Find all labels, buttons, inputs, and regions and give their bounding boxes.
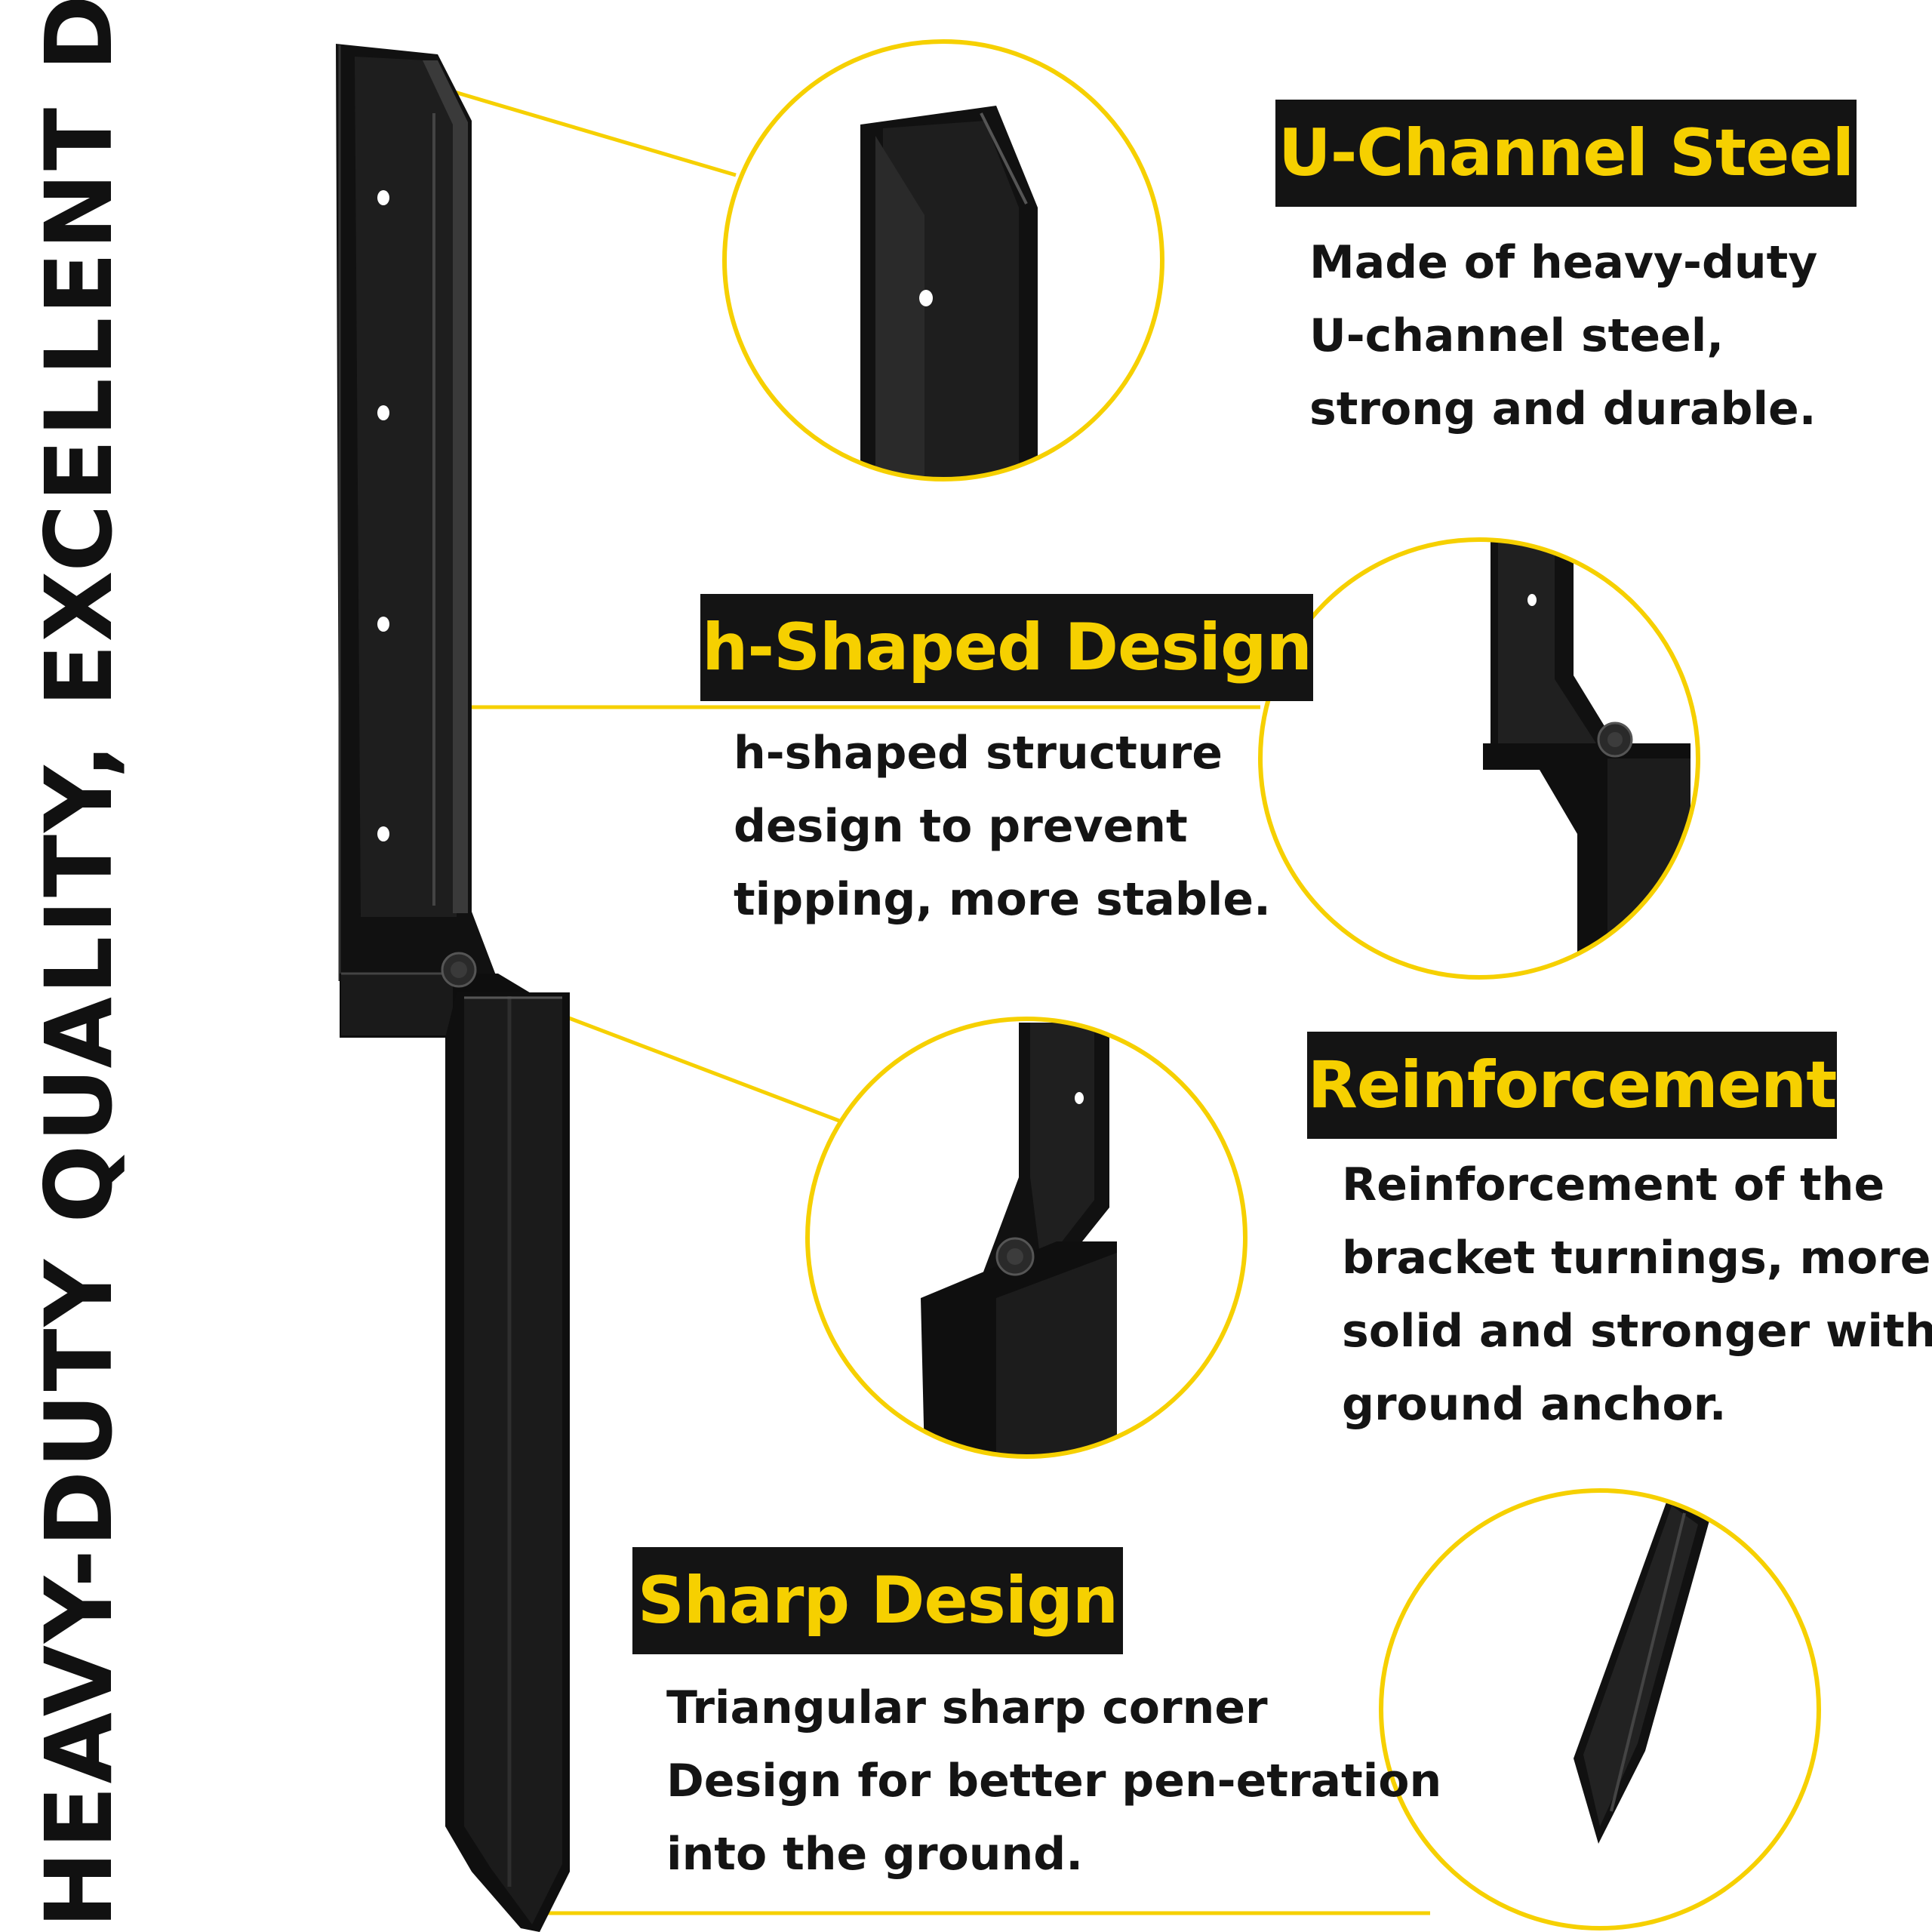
zoom-circle-reinforcement [805,1017,1247,1459]
feature-title-sharp: Sharp Design [632,1547,1123,1654]
desc-line: U-channel steel, [1309,309,1724,362]
zoom-circle-h-shaped [1258,537,1700,980]
ground-stake-bracket [336,44,570,1932]
desc-line: Made of heavy-duty [1309,236,1818,289]
feature-title-u-channel: U-Channel Steel [1275,100,1857,207]
feature-title-reinforcement: Reinforcement [1307,1032,1837,1139]
feature-desc-u-channel: Made of heavy-duty U-channel steel, stro… [1309,226,1817,446]
zoom-circle-sharp [1379,1488,1821,1930]
feature-desc-reinforcement: Reinforcement of the bracket turnings, m… [1342,1149,1932,1441]
feature-desc-h-shaped: h-shaped structure design to prevent tip… [734,717,1271,937]
desc-line: h-shaped structure [734,727,1223,780]
desc-line: Reinforcement of the [1342,1158,1885,1211]
desc-line: into the ground. [666,1828,1083,1881]
callout-line-u-channel [411,77,737,177]
desc-line: ground anchor. [1342,1378,1727,1431]
desc-line: Triangular sharp corner [666,1681,1268,1734]
desc-line: solid and stronger with [1342,1305,1932,1358]
zoom-circle-u-channel [722,39,1164,481]
feature-desc-sharp: Triangular sharp corner Design for bette… [666,1672,1441,1891]
desc-line: strong and durable. [1309,383,1817,435]
desc-line: Design for better pen-etration [666,1755,1442,1807]
desc-line: tipping, more stable. [734,873,1271,926]
feature-title-h-shaped: h-Shaped Design [700,594,1313,701]
desc-line: design to prevent [734,800,1188,853]
desc-line: bracket turnings, more [1342,1232,1931,1284]
